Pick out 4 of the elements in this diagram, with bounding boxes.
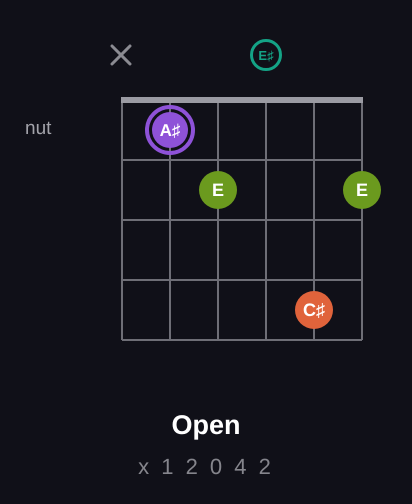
nut-label: nut [25,119,52,138]
chord-name: Open [171,412,240,439]
open-string-note-ring: E♯ [250,39,282,71]
fingering-text: x 1 2 0 4 2 [138,456,274,478]
